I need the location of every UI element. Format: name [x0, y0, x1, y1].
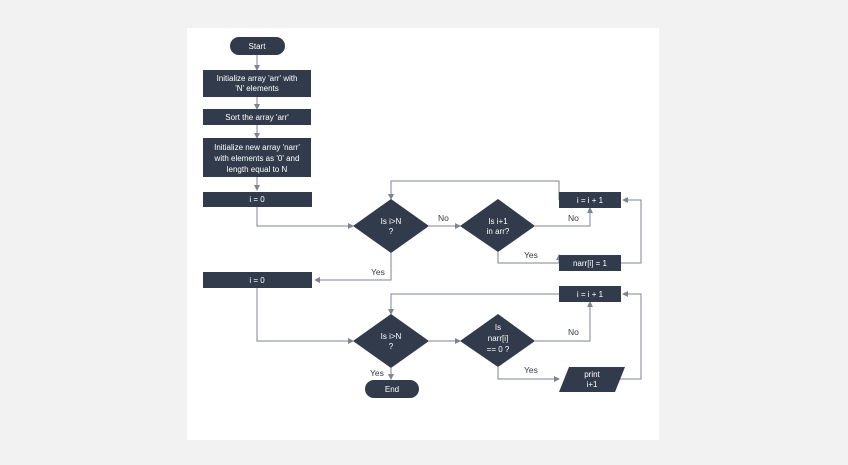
edge-i-zero-1-to-cond-1 [256, 207, 354, 229]
increment-label: i = i + 1 [577, 290, 604, 299]
init-array-line-1: Initialize array 'arr' with [217, 74, 298, 83]
print-line-2: i+1 [587, 380, 598, 389]
decision-i-gt-n: Is i>N ? [353, 314, 429, 368]
edge-print-loop-to-incr-2 [619, 291, 642, 380]
init-new-array-line-1: Initialize new array 'narr' [214, 143, 300, 152]
edge-label-no: No [438, 213, 449, 223]
increment-node: i = i + 1 [559, 192, 621, 208]
decision-in-arr-line-2: in arr? [487, 227, 510, 236]
edge-incr-1-loop-to-cond-1 [388, 180, 560, 200]
decision-i-gt-n-line-1: Is i>N [381, 332, 402, 341]
i-zero-label: i = 0 [249, 195, 265, 204]
set-narr-label: narr[i] = 1 [573, 259, 608, 268]
decision-narr-zero-line-1: Is [495, 323, 501, 332]
decision-in-arr-line-1: Is i+1 [488, 217, 508, 226]
init-array-line-2: 'N' elements [235, 84, 279, 93]
init-array-node: Initialize array 'arr' with 'N' elements [203, 70, 311, 97]
end-node: End [365, 380, 419, 398]
i-zero-label: i = 0 [249, 276, 265, 285]
edge-cond-narr-zero-no-to-incr-2 [535, 301, 593, 342]
decision-i-gt-n-line-2: ? [389, 227, 394, 236]
edges [254, 55, 642, 382]
edge-i-zero-2-to-cond-2 [256, 288, 354, 344]
decision-in-arr: Is i+1 in arr? [460, 199, 535, 252]
init-new-array-line-2: with elements as '0' and [214, 154, 300, 163]
decision-i-gt-n-line-1: Is i>N [381, 217, 402, 226]
edge-label-yes: Yes [370, 368, 384, 378]
print-node: print i+1 [559, 367, 625, 392]
i-zero-node: i = 0 [203, 272, 312, 288]
edge-labels: No No Yes Yes No Yes Yes [370, 213, 579, 378]
edge-set-narr-loop-to-incr-1 [621, 197, 642, 264]
decision-i-gt-n: Is i>N ? [353, 199, 429, 253]
sort-node: Sort the array 'arr' [203, 109, 311, 125]
increment-node: i = i + 1 [559, 286, 621, 302]
edge-incr-2-loop-to-cond-2 [388, 293, 559, 315]
sort-label: Sort the array 'arr' [225, 113, 289, 122]
edge-label-no: No [568, 213, 579, 223]
edge-cond-narr-zero-yes-to-print [497, 367, 560, 382]
start-label: Start [249, 42, 267, 51]
i-zero-node: i = 0 [203, 192, 312, 207]
edge-label-yes: Yes [371, 267, 385, 277]
flowchart-canvas: No No Yes Yes No Yes Yes Start Initializ… [187, 28, 659, 440]
edge-label-no: No [568, 327, 579, 337]
increment-label: i = i + 1 [577, 196, 604, 205]
end-label: End [385, 385, 399, 394]
start-node: Start [230, 37, 285, 55]
init-new-array-line-3: length equal to N [227, 165, 288, 174]
decision-narr-zero: Is narr[i] == 0 ? [460, 314, 535, 367]
decision-i-gt-n-line-2: ? [389, 342, 394, 351]
set-narr-node: narr[i] = 1 [559, 255, 621, 271]
decision-narr-zero-line-3: == 0 ? [487, 345, 510, 354]
edge-label-yes: Yes [524, 250, 538, 260]
edge-cond-in-arr-no-to-incr-1 [535, 207, 593, 227]
print-line-1: print [584, 370, 600, 379]
edge-cond-1-yes-to-i-zero-2 [314, 253, 392, 283]
decision-narr-zero-line-2: narr[i] [488, 334, 508, 343]
edge-label-yes: Yes [524, 365, 538, 375]
flowchart-svg: No No Yes Yes No Yes Yes Start Initializ… [203, 37, 642, 398]
init-new-array-node: Initialize new array 'narr' with element… [203, 138, 311, 177]
